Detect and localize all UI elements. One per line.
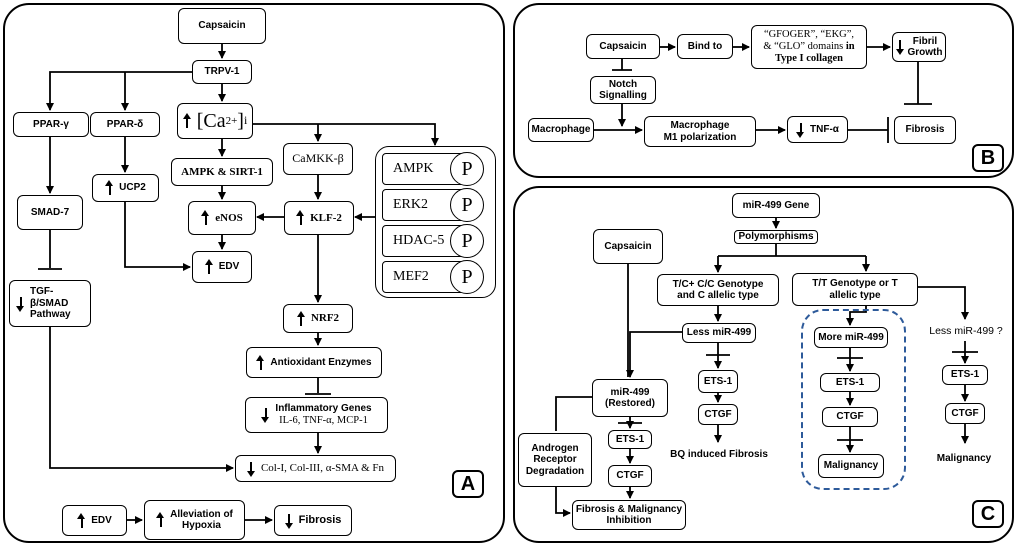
capsaicin-node: Capsaicin [178,8,266,44]
phospho-circle: P [450,224,484,258]
phospho-circle: P [450,260,484,294]
up-arrow-icon [296,310,306,327]
more-mir499-node: More miR-499 [814,327,888,348]
capsaicin-c-node: Capsaicin [593,229,663,264]
ets1-more-node: ETS-1 [820,373,880,392]
down-arrow-icon [261,407,270,423]
malignancy-more-node: Malignancy [818,454,884,478]
panel-a-label: A [452,470,484,498]
ppar-delta-node: PPAR-δ [90,112,160,137]
ampk-sirt1-node: AMPK & SIRT-1 [171,158,273,186]
less-mir499-node: Less miR-499 [682,323,756,343]
trpv1-node: TRPV-1 [192,60,252,84]
ctgf-question-node: CTGF [945,403,985,424]
malignancy-question-node: Malignancy [936,453,992,465]
up-arrow-icon [156,512,165,528]
up-arrow-icon [204,259,214,275]
ucp2-node: UCP2 [92,174,159,202]
up-arrow-icon [256,354,265,371]
down-arrow-icon [796,122,805,138]
up-arrow-icon [296,210,305,226]
panel-b-label: B [972,144,1004,172]
ctgf-node: CTGF [698,404,738,425]
less-mir499-question-node: Less miR-499 ? [929,324,1003,337]
bq-fibrosis-node: BQ induced Fibrosis [670,449,768,461]
klf2-node: KLF-2 [284,201,354,235]
bind-to-node: Bind to [677,34,733,59]
ctgf-restored-node: CTGF [608,465,652,487]
fibrosis-b-node: Fibrosis [894,116,956,144]
nrf2-node: NRF2 [283,304,353,333]
capsaicin-b-node: Capsaicin [586,34,660,59]
mir499-restored-node: miR-499(Restored) [592,379,668,417]
ctgf-more-node: CTGF [822,407,878,427]
enos-node: eNOS [188,201,256,235]
polymorphisms-node: Polymorphisms [734,230,818,244]
panel-c-label: C [972,500,1004,528]
up-arrow-icon [105,180,114,196]
down-arrow-icon [895,39,905,55]
down-arrow-icon [246,461,256,477]
fibrosis-a-node: Fibrosis [274,505,352,536]
collagen-node: Col-I, Col-III, α-SMA & Fn [235,455,396,482]
ets1-question-node: ETS-1 [942,365,988,385]
up-arrow-icon [201,210,210,226]
dashed-group-outline [801,309,906,490]
phospho-circle: P [450,188,484,222]
edv-bottom-node: EDV [62,505,127,536]
ets1-node: ETS-1 [698,370,738,393]
tnf-alpha-node: TNF-α [787,116,848,143]
camkk-node: CaMKK-β [283,143,353,175]
mir499-gene-node: miR-499 Gene [732,193,820,218]
smad7-node: SMAD-7 [17,195,83,230]
up-arrow-icon [77,512,86,529]
down-arrow-icon [284,513,294,529]
phospho-circle: P [450,152,484,186]
up-arrow-icon [182,113,192,129]
antioxidant-node: Antioxidant Enzymes [246,347,382,378]
macrophage-node: Macrophage [528,118,594,142]
ets1-restored-node: ETS-1 [608,430,652,449]
edv-node: EDV [192,251,252,283]
down-arrow-icon [16,296,25,312]
ppar-gamma-node: PPAR-γ [13,112,89,137]
